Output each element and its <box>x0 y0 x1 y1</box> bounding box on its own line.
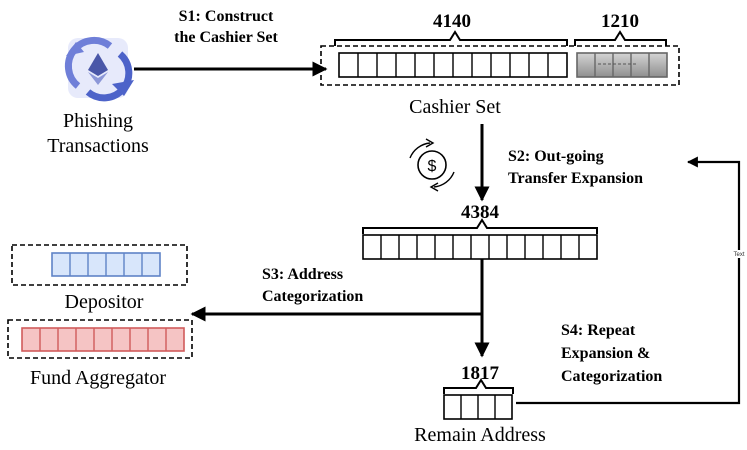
arrow-s4-loop <box>516 156 741 405</box>
count-cashier-other: 1210 <box>601 11 639 32</box>
expanded-cell-outline <box>362 234 598 260</box>
cashier-set-label: Cashier Set <box>409 96 501 118</box>
remain-address-label: Remain Address <box>414 424 546 446</box>
step-s4-line3: Categorization <box>561 368 662 385</box>
cashier-other-cells <box>576 52 668 78</box>
brace-remain <box>443 378 514 394</box>
gray-cell-outline <box>576 52 668 78</box>
brace-cashier-other <box>574 30 667 46</box>
depositor-box <box>11 244 188 286</box>
step-s1-line1: S1: Construct <box>179 8 274 25</box>
fund-aggregator-label: Fund Aggregator <box>30 367 166 389</box>
count-expanded: 4384 <box>461 202 500 223</box>
cashier-set-box <box>320 45 680 86</box>
brace-expanded <box>362 218 598 234</box>
dollar-cycle-icon: $ <box>409 138 455 192</box>
step-s2-line1: S2: Out-going <box>508 148 604 165</box>
step-s1-line2: the Cashier Set <box>174 29 278 46</box>
step-s3-line2: Categorization <box>262 288 363 305</box>
text-marker-bg <box>731 250 747 258</box>
fund-aggregator-box <box>7 319 193 359</box>
phishing-label-line2: Transactions <box>47 135 149 157</box>
depositor-cells <box>51 252 161 277</box>
phishing-label-line1: Phishing <box>63 110 133 132</box>
count-remain: 1817 <box>461 363 500 384</box>
step-s3-line1: S3: Address <box>262 266 343 283</box>
count-cashier-main: 4140 <box>433 11 471 32</box>
depositor-label: Depositor <box>65 291 144 313</box>
svg-text:$: $ <box>428 158 437 175</box>
brace-cashier-main <box>334 30 568 46</box>
step-s4-line2: Expansion & <box>561 345 650 362</box>
expanded-cells <box>362 234 598 260</box>
aggregator-cell-outline <box>21 327 185 352</box>
text-marker: Text <box>733 252 744 258</box>
ethereum-cycle-icon <box>64 36 134 102</box>
cashier-main-cells <box>338 52 568 78</box>
fund-aggregator-cells <box>21 327 185 352</box>
step-s4-line1: S4: Repeat <box>561 322 636 339</box>
remain-cells <box>443 394 513 420</box>
step-s2-line2: Transfer Expansion <box>508 170 643 187</box>
